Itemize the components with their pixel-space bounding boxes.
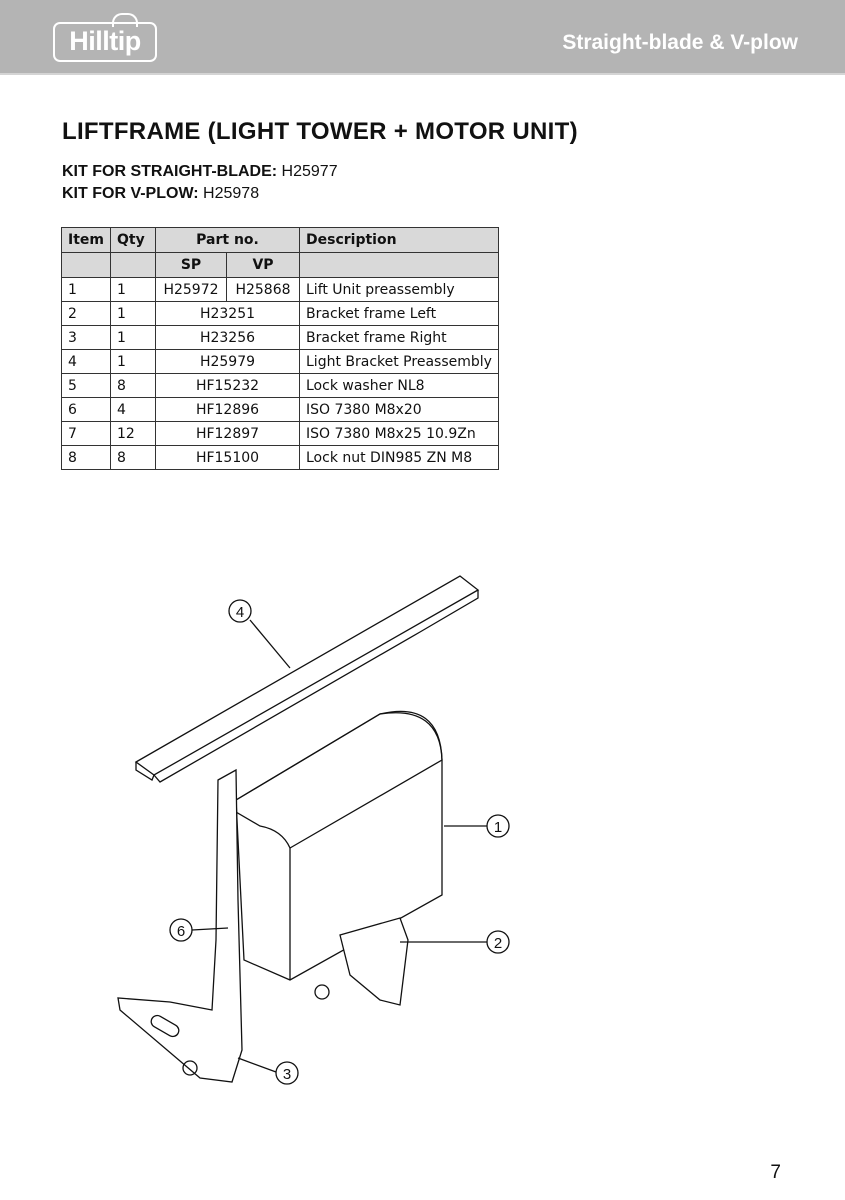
svg-text:3: 3 bbox=[283, 1066, 291, 1083]
header-part-no: Part no. bbox=[155, 227, 300, 253]
svg-text:6: 6 bbox=[177, 923, 185, 940]
bracket-frame-right bbox=[117, 768, 243, 1083]
table-header-row: Item Qty Part no. Description bbox=[61, 227, 499, 253]
svg-text:4: 4 bbox=[236, 604, 244, 621]
header-description: Description bbox=[299, 227, 499, 253]
hilltip-logo: Hilltip bbox=[53, 22, 157, 62]
page-title: LIFTFRAME (LIGHT TOWER + MOTOR UNIT) bbox=[62, 118, 578, 145]
callout-6: 6 bbox=[169, 918, 193, 942]
header-sp: SP bbox=[155, 252, 227, 278]
callout-2: 2 bbox=[486, 930, 510, 954]
kit-v-plow: KIT FOR V-PLOW: H25978 bbox=[62, 185, 260, 202]
page-number: 7 bbox=[770, 1162, 781, 1183]
header-title: Straight-blade & V-plow bbox=[562, 31, 798, 54]
lift-unit bbox=[235, 710, 443, 981]
callout-1: 1 bbox=[486, 814, 510, 838]
bracket-frame-left bbox=[339, 917, 409, 1006]
kit-straight-blade: KIT FOR STRAIGHT-BLADE: H25977 bbox=[62, 163, 338, 180]
header-vp: VP bbox=[226, 252, 300, 278]
page-header: Hilltip Straight-blade & V-plow bbox=[0, 0, 845, 75]
callout-3: 3 bbox=[275, 1061, 299, 1085]
callout-4: 4 bbox=[228, 599, 252, 623]
svg-text:1: 1 bbox=[494, 819, 502, 836]
header-qty: Qty bbox=[110, 227, 156, 253]
table-subheader-row: SP VP bbox=[61, 252, 499, 278]
svg-text:2: 2 bbox=[494, 935, 502, 952]
header-item: Item bbox=[61, 227, 111, 253]
